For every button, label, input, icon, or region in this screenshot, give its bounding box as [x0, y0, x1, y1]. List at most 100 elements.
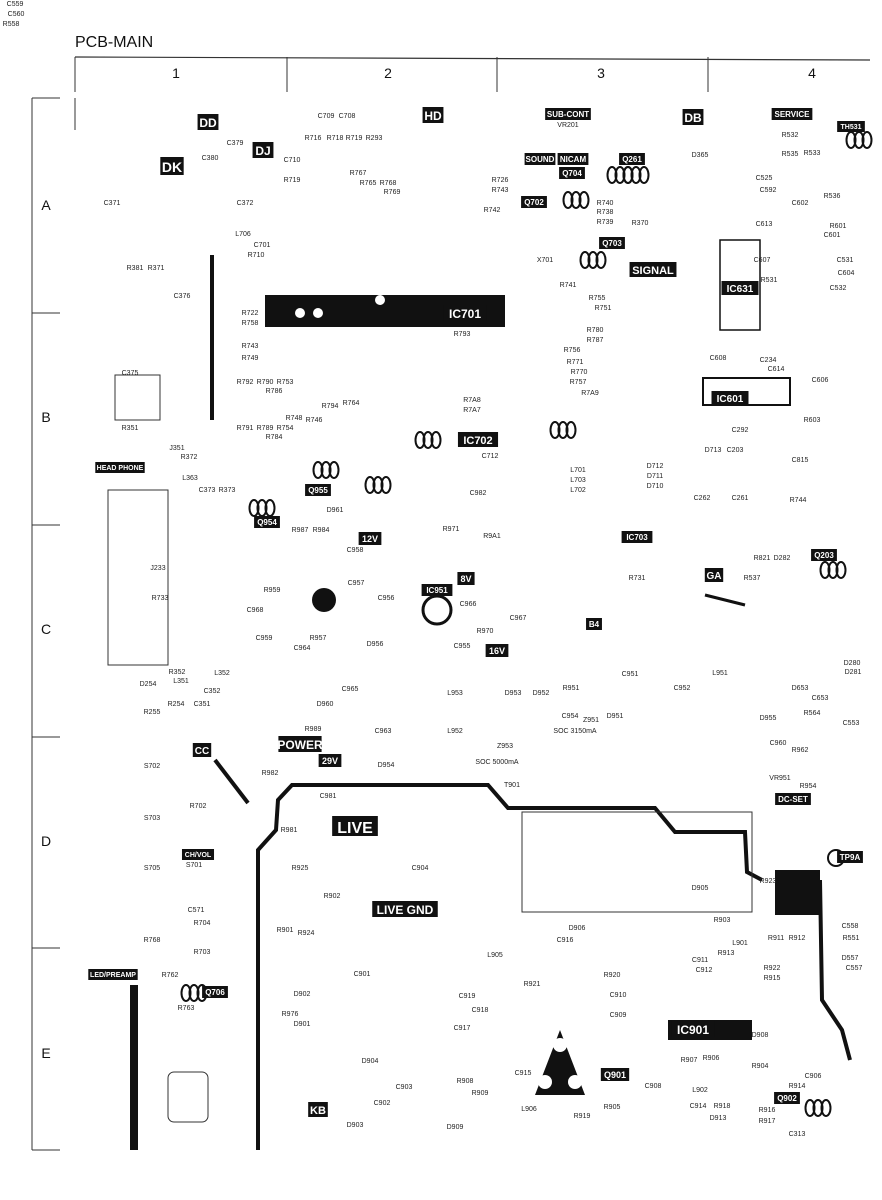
component-label: C376	[174, 293, 191, 300]
svg-text:Q702: Q702	[524, 198, 544, 207]
component-label: C958	[347, 547, 364, 554]
component-label: R763	[178, 1005, 195, 1012]
label-tp9a: TP9A	[837, 851, 863, 863]
component-label: R912	[789, 935, 806, 942]
ic553-body	[775, 870, 820, 915]
ic952-body	[312, 588, 336, 612]
component-label: R902	[324, 893, 341, 900]
component-label: R533	[804, 150, 821, 157]
component-label: R791	[237, 425, 254, 432]
row-letter: A	[41, 197, 51, 213]
transistor-pad	[430, 431, 442, 449]
component-label: R373	[219, 487, 236, 494]
component-label: R739	[597, 219, 614, 226]
component-label: R908	[457, 1078, 474, 1085]
svg-text:8V: 8V	[460, 574, 471, 584]
component-label: R710	[248, 252, 265, 259]
component-label: R7A7	[463, 407, 481, 414]
component-label: VR201	[557, 122, 579, 129]
label-hd: HD	[422, 107, 444, 123]
component-label: D901	[294, 1021, 311, 1028]
label-led-preamp: LED/PREAMP	[88, 969, 138, 980]
label-8v: 8V	[457, 572, 475, 585]
component-label: R918	[714, 1103, 731, 1110]
component-label: C914	[690, 1103, 707, 1110]
component-label: R740	[597, 200, 614, 207]
component-label: C966	[460, 601, 477, 608]
component-label: R742	[484, 207, 501, 214]
svg-text:16V: 16V	[489, 646, 505, 656]
component-label: R9A1	[483, 533, 501, 540]
component-label: C901	[354, 971, 371, 978]
component-label: C981	[320, 793, 337, 800]
label-q706: Q706	[202, 986, 228, 998]
component-label: R536	[824, 193, 841, 200]
component-label: D955	[760, 715, 777, 722]
component-label: R371	[148, 265, 165, 272]
component-label: L702	[570, 487, 586, 494]
component-label: R564	[804, 710, 821, 717]
component-label: D254	[140, 681, 157, 688]
component-label: C965	[342, 686, 359, 693]
component-label: C351	[194, 701, 211, 708]
component-label: R372	[181, 454, 198, 461]
svg-text:SERVICE: SERVICE	[775, 110, 811, 119]
component-label: R768	[144, 937, 161, 944]
component-label: C608	[710, 355, 727, 362]
component-label: C982	[470, 490, 487, 497]
component-label: C959	[256, 635, 273, 642]
svg-text:Q706: Q706	[205, 988, 225, 997]
component-label: D906	[569, 925, 586, 932]
component-label: R765	[360, 180, 377, 187]
row-letter: B	[41, 409, 50, 425]
component-label: R7A8	[463, 397, 481, 404]
component-label: C968	[247, 607, 264, 614]
component-label: R982	[262, 770, 279, 777]
label-q901: Q901	[600, 1068, 630, 1081]
transistor-pad	[835, 561, 847, 579]
component-label: R976	[282, 1011, 299, 1018]
live-boundary-trace	[256, 783, 763, 1150]
ic701-hole	[313, 308, 323, 318]
component-label: D961	[327, 507, 344, 514]
svg-text:Q954: Q954	[257, 518, 277, 527]
component-label: R703	[194, 949, 211, 956]
svg-text:LED/PREAMP: LED/PREAMP	[90, 972, 136, 979]
label-db: DB	[682, 109, 704, 125]
row-letter: D	[41, 833, 51, 849]
component-label: C606	[812, 377, 829, 384]
component-label: C910	[610, 992, 627, 999]
component-label: D711	[647, 473, 663, 480]
component-label: R770	[571, 369, 588, 376]
component-label: C916	[557, 937, 574, 944]
label-q902: Q902	[774, 1092, 800, 1104]
svg-text:Q703: Q703	[602, 239, 622, 248]
component-label: R746	[306, 417, 323, 424]
component-label: C352	[204, 688, 221, 695]
component-label: R351	[122, 425, 139, 432]
component-label: L905	[487, 952, 503, 959]
label-q704: Q704	[559, 167, 585, 179]
component-label: C902	[374, 1100, 391, 1107]
component-label: C908	[645, 1083, 662, 1090]
component-label: D902	[294, 991, 311, 998]
component-label: S702	[144, 763, 160, 770]
component-label: C915	[515, 1070, 532, 1077]
component-label: C904	[412, 865, 429, 872]
component-label: L352	[214, 670, 230, 677]
component-label: L906	[521, 1106, 537, 1113]
label-kb: KB	[308, 1102, 328, 1117]
component-label: R784	[266, 434, 283, 441]
component-label: R981	[281, 827, 298, 834]
component-label: C557	[846, 965, 863, 972]
component-label: C532	[830, 285, 847, 292]
component-label: D710	[647, 483, 664, 490]
transistor-pad	[820, 1099, 832, 1117]
component-label: L706	[235, 231, 251, 238]
component-label: R370	[632, 220, 649, 227]
label-nicam: NICAM	[557, 153, 589, 165]
label-q954: Q954	[254, 516, 280, 528]
label-ic631: IC631	[721, 281, 759, 295]
component-label: R901	[277, 927, 294, 934]
